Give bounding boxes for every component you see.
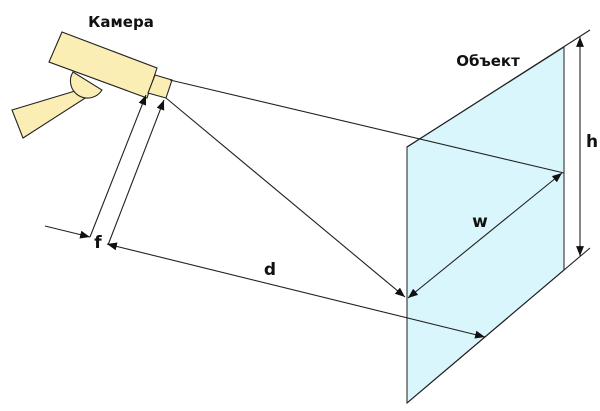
focal-arrow	[44, 225, 91, 239]
focal-length-label: f	[94, 233, 102, 253]
camera-label: Камера	[88, 13, 154, 31]
object-label: Объект	[456, 52, 520, 70]
plane-top-extension	[406, 29, 591, 148]
distance-label: d	[263, 260, 277, 280]
focal-line-2	[107, 99, 165, 246]
height-label: h	[585, 132, 599, 152]
camera-body	[48, 31, 158, 99]
focal-line-1	[89, 94, 147, 238]
width-label: w	[472, 212, 488, 232]
ray-top	[169, 79, 565, 174]
distance-arrow	[106, 242, 486, 339]
camera-mount	[69, 71, 103, 99]
